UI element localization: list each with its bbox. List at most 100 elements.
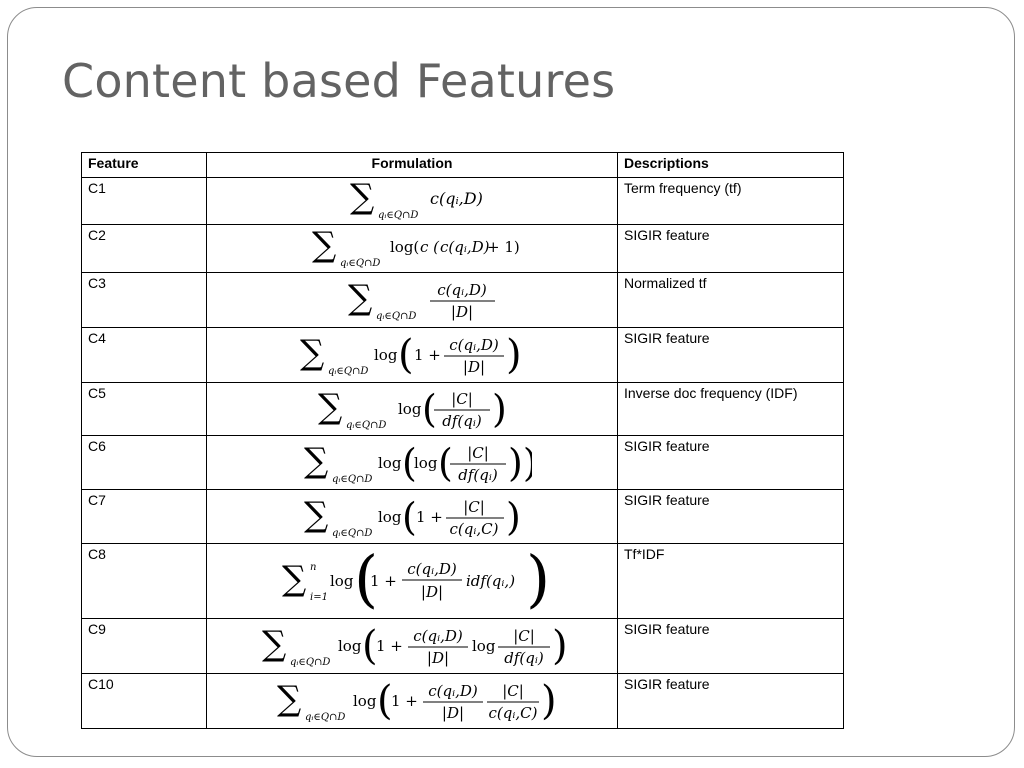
formula-c8: ∑ n i=1 log ( 1 + c(qᵢ,D) |D| idf(qᵢ,) ) [206, 543, 618, 619]
sum-symbol: ∑ [318, 387, 342, 427]
one-plus: 1 + [414, 346, 441, 364]
table-header-row: Feature Formulation Descriptions [81, 152, 844, 178]
denominator: df(qᵢ) [442, 412, 482, 430]
denominator: |D| [451, 303, 473, 321]
left-paren-inner: ( [438, 441, 453, 485]
left-paren-outer: ( [402, 441, 417, 485]
sum-subscript: qᵢ∈Q∩D [332, 528, 372, 539]
feature-description: SIGIR feature [617, 618, 844, 674]
numerator-2: |C| [513, 627, 535, 645]
right-paren: ) [552, 623, 568, 669]
formula-c10: ∑ qᵢ∈Q∩D log ( 1 + c(qᵢ,D) |D| |C| c(qᵢ,… [206, 673, 618, 729]
table-row: C7 ∑ qᵢ∈Q∩D log ( 1 + |C| c(qᵢ,C) ) SIGI… [81, 489, 844, 544]
denominator: |D| [463, 358, 485, 376]
table-row: C3 ∑ qᵢ∈Q∩D c(qᵢ,D) |D| Normalized tf [81, 272, 844, 328]
log-text: log [374, 346, 398, 364]
feature-description: SIGIR feature [617, 224, 844, 273]
log-text-outer: log [378, 454, 402, 472]
formula-c3-svg: ∑ qᵢ∈Q∩D c(qᵢ,D) |D| [348, 278, 495, 322]
left-paren: ( [402, 495, 417, 539]
feature-id: C6 [81, 435, 207, 490]
sum-subscript: qᵢ∈Q∩D [328, 366, 368, 377]
formula-c4-svg: ∑ qᵢ∈Q∩D log ( 1 + c(qᵢ,D) |D| ) [300, 332, 522, 378]
formula-c1-svg: ∑ qᵢ∈Q∩D c(qᵢ,D) [350, 180, 483, 221]
term-c-qd: c(qᵢ,D) [430, 189, 483, 208]
left-paren: ( [354, 546, 378, 615]
sum-symbol: ∑ [282, 559, 306, 599]
table-row: C6 ∑ qᵢ∈Q∩D log ( log ( |C| df(qᵢ) )) SI… [81, 435, 844, 490]
term-idf: idf(qᵢ,) [466, 572, 515, 590]
log-text: log [398, 400, 422, 418]
formula-c6: ∑ qᵢ∈Q∩D log ( log ( |C| df(qᵢ) )) [206, 435, 618, 490]
slide-frame [7, 7, 1015, 757]
numerator-1: c(qᵢ,D) [413, 627, 463, 645]
numerator-2: |C| [502, 682, 524, 700]
table-row: C1 ∑ qᵢ∈Q∩D c(qᵢ,D) Term frequency (tf) [81, 177, 844, 225]
log-open: log( [390, 238, 419, 256]
table-row: C9 ∑ qᵢ∈Q∩D log ( 1 + c(qᵢ,D) |D| log |C… [81, 618, 844, 674]
feature-description: Tf*IDF [617, 543, 844, 619]
log-text: log [378, 508, 402, 526]
formula-c2: ∑ qᵢ∈Q∩D log( c ( c(qᵢ,D) + 1) [206, 224, 618, 273]
denominator-1: |D| [427, 649, 449, 667]
sum-subscript: qᵢ∈Q∩D [376, 311, 416, 322]
numerator: c(qᵢ,D) [437, 281, 487, 299]
table-row: C4 ∑ qᵢ∈Q∩D log ( 1 + c(qᵢ,D) |D| ) SIGI… [81, 327, 844, 383]
formula-c6-svg: ∑ qᵢ∈Q∩D log ( log ( |C| df(qᵢ) )) [304, 441, 532, 485]
features-table: Feature Formulation Descriptions C1 ∑ qᵢ… [81, 152, 844, 729]
feature-description: Normalized tf [617, 272, 844, 328]
formula-c2-svg: ∑ qᵢ∈Q∩D log( c ( c(qᵢ,D) + 1) [312, 227, 520, 269]
right-paren: ) [526, 546, 550, 615]
numerator: c(qᵢ,D) [449, 336, 499, 354]
log-text-1: log [338, 637, 362, 655]
feature-id: C4 [81, 327, 207, 383]
formula-c7: ∑ qᵢ∈Q∩D log ( 1 + |C| c(qᵢ,C) ) [206, 489, 618, 544]
formula-c7-svg: ∑ qᵢ∈Q∩D log ( 1 + |C| c(qᵢ,C) ) [304, 495, 521, 539]
right-paren: ) [506, 332, 522, 378]
table-row: C2 ∑ qᵢ∈Q∩D log( c ( c(qᵢ,D) + 1) SIGIR … [81, 224, 844, 273]
sum-symbol: ∑ [312, 227, 336, 265]
sum-symbol: ∑ [350, 180, 374, 217]
left-paren: ( [362, 623, 378, 669]
formula-c9: ∑ qᵢ∈Q∩D log ( 1 + c(qᵢ,D) |D| log |C| d… [206, 618, 618, 674]
numerator: |C| [451, 390, 473, 408]
feature-id: C5 [81, 382, 207, 436]
one-plus: 1 + [416, 508, 443, 526]
feature-id: C10 [81, 673, 207, 729]
sum-subscript: qᵢ∈Q∩D [332, 474, 372, 485]
term-c-qd: c(qᵢ,D) [440, 238, 490, 256]
one-plus: 1 + [376, 637, 403, 655]
formula-c4: ∑ qᵢ∈Q∩D log ( 1 + c(qᵢ,D) |D| ) [206, 327, 618, 383]
plus-one: + 1) [487, 238, 520, 256]
log-text: log [330, 572, 354, 590]
log-text-inner: log [414, 454, 438, 472]
feature-id: C9 [81, 618, 207, 674]
denominator-1: |D| [442, 704, 464, 722]
sum-subscript: qᵢ∈Q∩D [290, 657, 330, 668]
left-paren: ( [398, 332, 414, 378]
sum-subscript: qᵢ∈Q∩D [346, 420, 386, 431]
numerator-1: c(qᵢ,D) [428, 682, 478, 700]
left-paren: ( [377, 678, 393, 724]
sum-subscript: qᵢ∈Q∩D [340, 258, 380, 269]
right-paren: ) [541, 678, 557, 724]
formula-c9-svg: ∑ qᵢ∈Q∩D log ( 1 + c(qᵢ,D) |D| log |C| d… [262, 623, 568, 669]
feature-id: C1 [81, 177, 207, 225]
denominator: df(qᵢ) [458, 466, 498, 484]
formula-c5-svg: ∑ qᵢ∈Q∩D log ( |C| df(qᵢ) ) [318, 387, 507, 431]
formula-c5: ∑ qᵢ∈Q∩D log ( |C| df(qᵢ) ) [206, 382, 618, 436]
feature-id: C2 [81, 224, 207, 273]
denominator-2: df(qᵢ) [504, 649, 544, 667]
table-row: C10 ∑ qᵢ∈Q∩D log ( 1 + c(qᵢ,D) |D| |C| c… [81, 673, 844, 729]
formula-c1: ∑ qᵢ∈Q∩D c(qᵢ,D) [206, 177, 618, 225]
sum-symbol: ∑ [277, 679, 301, 719]
log-text-2: log [472, 637, 496, 655]
sum-symbol: ∑ [304, 441, 328, 481]
feature-id: C8 [81, 543, 207, 619]
sum-symbol: ∑ [262, 624, 286, 664]
one-plus: 1 + [370, 572, 397, 590]
log-text: log [353, 692, 377, 710]
feature-description: Term frequency (tf) [617, 177, 844, 225]
sum-subscript: i=1 [310, 592, 328, 603]
denominator: |D| [421, 583, 443, 601]
